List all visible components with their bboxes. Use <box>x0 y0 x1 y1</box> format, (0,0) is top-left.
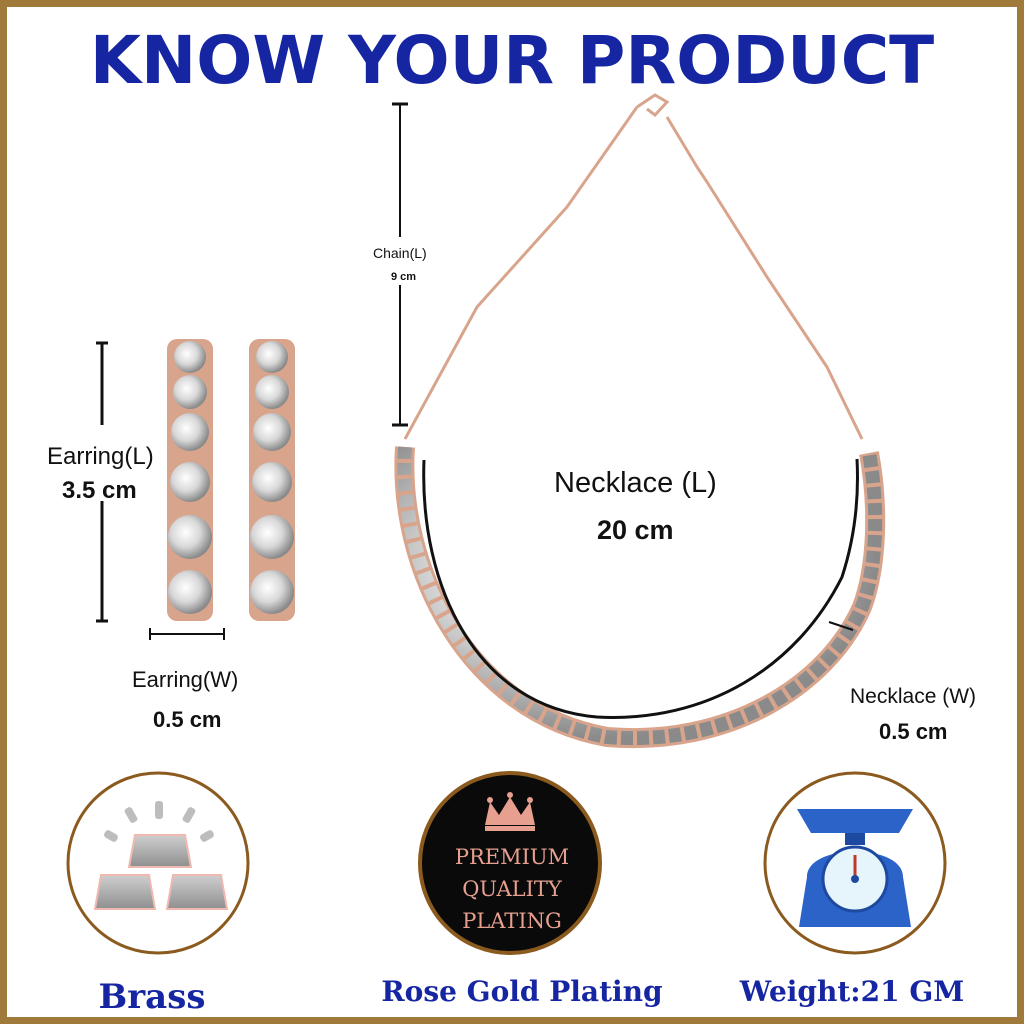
earring-length-dimension <box>96 341 108 623</box>
badge-line-plating: PLATING <box>462 909 562 933</box>
weight-label: Weight:21 GM <box>739 975 965 1008</box>
earring-left <box>167 339 213 621</box>
necklace-length-value: 20 cm <box>597 515 674 545</box>
material-label: Brass <box>98 977 206 1017</box>
weighing-scale-icon <box>763 771 947 955</box>
necklace-length-arc <box>422 458 859 719</box>
necklace-length-label: Necklace (L) <box>554 467 717 499</box>
earring-right <box>249 339 295 621</box>
necklace-width-marker <box>828 621 854 631</box>
plating-label: Rose Gold Plating <box>381 975 663 1008</box>
chain-length-label: Chain(L) <box>373 245 427 261</box>
earring-length-value: 3.5 cm <box>62 477 137 504</box>
earring-width-label: Earring(W) <box>132 667 239 692</box>
necklace-stones <box>394 446 886 749</box>
earring-length-label: Earring(L) <box>47 443 154 470</box>
chain-length-dimension <box>392 102 408 427</box>
badge-line-premium: PREMIUM <box>454 845 570 869</box>
brass-bars-icon <box>66 771 250 955</box>
page-title: KNOW YOUR PRODUCT <box>89 22 935 99</box>
chain-length-value: 9 cm <box>391 271 417 283</box>
necklace-width-value: 0.5 cm <box>879 719 948 744</box>
product-illustration <box>66 93 947 955</box>
necklace-width-label: Necklace (W) <box>850 685 977 708</box>
earring-width-value: 0.5 cm <box>153 707 222 732</box>
badge-line-quality: QUALITY <box>462 877 562 901</box>
crown-badge-icon <box>418 771 602 955</box>
necklace-chain <box>403 93 864 440</box>
earring-width-dimension <box>149 628 225 640</box>
